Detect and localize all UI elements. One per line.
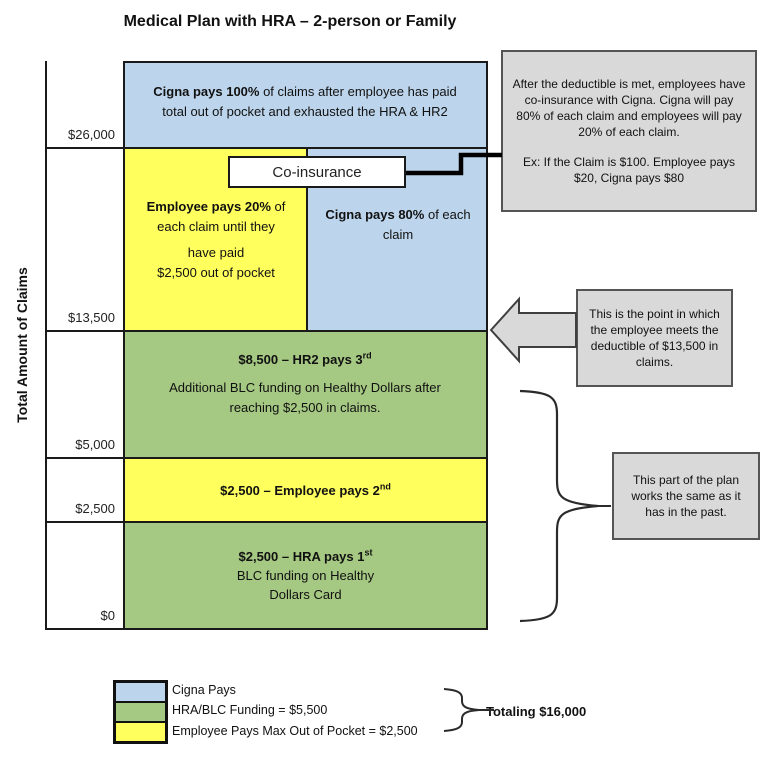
band-cigna-100-text: Cigna pays 100% of claims after employee… xyxy=(153,84,457,119)
callout-coinsurance-note: After the deductible is met, employees h… xyxy=(501,50,757,212)
legend-brace-icon xyxy=(443,688,480,732)
band-cigna-100 xyxy=(123,61,488,147)
legend-label-employee: Employee Pays Max Out of Pocket = $2,500 xyxy=(172,724,418,738)
grid-line-13500 xyxy=(45,330,488,332)
legend-swatch-hra xyxy=(116,703,165,723)
legend-total: Totaling $16,000 xyxy=(486,704,587,719)
band-employee-20-text: Employee pays 20% of each claim until th… xyxy=(146,199,286,280)
legend-swatch-column xyxy=(113,680,168,744)
grid-line-0 xyxy=(45,628,488,630)
grid-line-26000 xyxy=(45,147,488,149)
band-employee-2nd-text: $2,500 – Employee pays 2nd xyxy=(220,481,391,498)
band-left-border xyxy=(123,61,125,630)
tick-5000: $5,000 xyxy=(75,437,115,452)
callout-deductible-note: This is the point in which the employee … xyxy=(576,289,733,387)
band-hra-1st-text: $2,500 – HRA pays 1st BLC funding on Hea… xyxy=(236,547,375,602)
tick-0: $0 xyxy=(100,608,115,623)
band-cigna-80-text: Cigna pays 80% of each claim xyxy=(325,207,471,242)
legend-swatch-employee xyxy=(116,723,165,741)
legend-swatch-cigna xyxy=(116,683,165,703)
y-axis-label: Total Amount of Claims xyxy=(14,267,30,423)
page-title: Medical Plan with HRA – 2-person or Fami… xyxy=(123,13,457,30)
tick-2500: $2,500 xyxy=(75,501,115,516)
coinsurance-split-line xyxy=(306,147,308,330)
legend-label-hra: HRA/BLC Funding = $5,500 xyxy=(172,703,328,717)
tick-13500: $13,500 xyxy=(68,310,115,325)
band-right-border xyxy=(486,61,488,630)
grid-line-2500 xyxy=(45,521,488,523)
grid-line-5000 xyxy=(45,457,488,459)
legend-label-cigna: Cigna Pays xyxy=(172,683,236,697)
band-hr2 xyxy=(123,330,488,457)
big-brace-icon xyxy=(519,389,599,623)
band-hr2-text: $8,500 – HR2 pays 3rd Additional BLC fun… xyxy=(169,350,441,415)
band-top-border xyxy=(123,61,488,63)
y-axis-line xyxy=(45,61,47,630)
tick-26000: $26,000 xyxy=(68,127,115,142)
callout-past-note: This part of the plan works the same as … xyxy=(612,452,760,540)
band-employee-2nd xyxy=(123,457,488,521)
coinsurance-label-box: Co-insurance xyxy=(228,156,406,188)
band-hra-1st xyxy=(123,521,488,628)
left-arrow-icon xyxy=(489,296,577,364)
